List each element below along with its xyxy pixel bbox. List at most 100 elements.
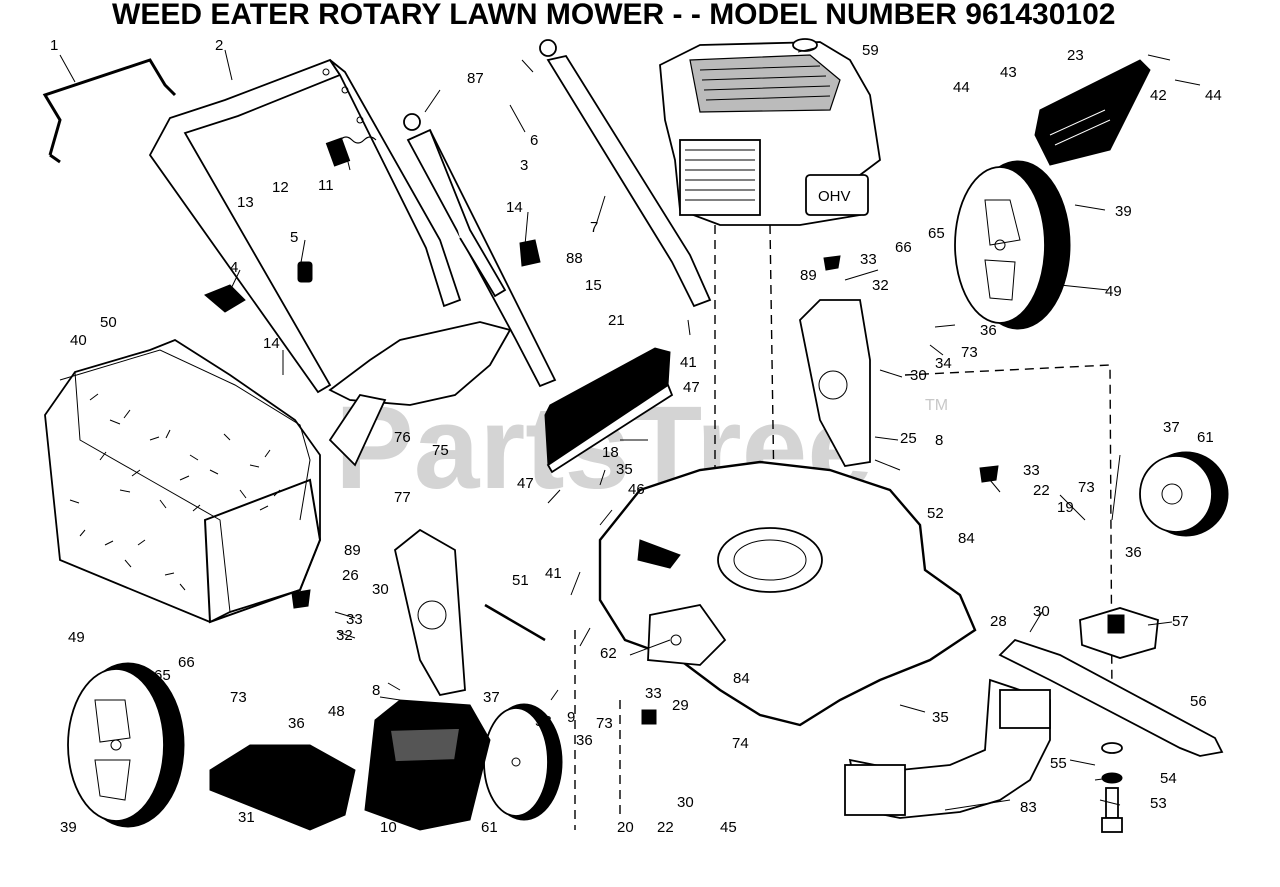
blade [998, 638, 1224, 757]
callout-44-right: 44 [1205, 87, 1222, 104]
callout-19: 19 [1057, 499, 1074, 516]
callout-32-right: 32 [872, 277, 889, 294]
callout-49-left: 49 [68, 629, 85, 646]
callout-30-right: 30 [910, 367, 927, 384]
callout-89-right: 89 [800, 267, 817, 284]
callout-45: 45 [720, 819, 737, 836]
fasteners [204, 39, 999, 725]
callout-13: 13 [237, 194, 254, 211]
callout-35-lower: 35 [932, 709, 949, 726]
callout-43: 43 [1000, 64, 1017, 81]
callout-20: 20 [617, 819, 634, 836]
rear-wheel-right [954, 160, 1071, 330]
callout-14-lower: 14 [263, 335, 280, 352]
callout-61-right: 61 [1197, 429, 1214, 446]
callout-15: 15 [585, 277, 602, 294]
callout-61-left: 61 [481, 819, 498, 836]
callout-40: 40 [70, 332, 87, 349]
callout-25: 25 [900, 430, 917, 447]
rear-skirt [844, 678, 1051, 819]
callout-37-right: 37 [1163, 419, 1180, 436]
callout-34: 34 [935, 355, 952, 372]
callout-47-upper: 47 [683, 379, 700, 396]
callout-28: 28 [990, 613, 1007, 630]
callout-42: 42 [1150, 87, 1167, 104]
callout-4: 4 [230, 259, 238, 276]
callout-73-upper: 73 [961, 344, 978, 361]
mower-deck [574, 364, 1113, 830]
callout-22-left: 22 [657, 819, 674, 836]
callout-23: 23 [1067, 47, 1084, 64]
part-callouts: 1 2 3 4 5 6 7 8 8 9 10 11 12 13 14 14 15… [50, 37, 1222, 836]
callout-31: 31 [238, 809, 255, 826]
watermark-trademark: TM [925, 397, 948, 414]
engine: OHV [659, 38, 881, 561]
callout-36-bottom: 36 [576, 732, 593, 749]
callout-41-upper: 41 [680, 354, 697, 371]
callout-46: 46 [628, 481, 645, 498]
callout-9: 9 [567, 709, 575, 726]
callout-75: 75 [432, 442, 449, 459]
callout-66-right: 66 [895, 239, 912, 256]
engine-badge: OHV [818, 188, 851, 205]
callout-30-mid: 30 [1033, 603, 1050, 620]
callout-74: 74 [732, 735, 749, 752]
callout-53: 53 [1150, 795, 1167, 812]
callout-76: 76 [394, 429, 411, 446]
callout-54: 54 [1160, 770, 1177, 787]
callout-84-right: 84 [958, 530, 975, 547]
callout-56: 56 [1190, 693, 1207, 710]
callout-8-left: 8 [372, 682, 380, 699]
callout-10: 10 [380, 819, 397, 836]
rear-door [544, 347, 674, 474]
callout-87: 87 [467, 70, 484, 87]
blade-bolt [1101, 742, 1123, 833]
control-bail [42, 58, 177, 164]
callout-51: 51 [512, 572, 529, 589]
callout-30-bottom: 30 [677, 794, 694, 811]
callout-8-right: 8 [935, 432, 943, 449]
callout-88: 88 [566, 250, 583, 267]
callout-12: 12 [272, 179, 289, 196]
callout-84-left: 84 [733, 670, 750, 687]
callout-39-right: 39 [1115, 203, 1132, 220]
callout-36-upper: 36 [980, 322, 997, 339]
front-wheel-right [1139, 451, 1229, 537]
height-adjuster-rear-left [393, 528, 466, 697]
callout-44-left: 44 [953, 79, 970, 96]
callout-59: 59 [862, 42, 879, 59]
callout-49-right: 49 [1105, 283, 1122, 300]
handle-cable-coil [325, 136, 377, 167]
callout-33-left: 33 [346, 611, 363, 628]
mulch-plug [364, 699, 491, 831]
callout-41-lower: 41 [545, 565, 562, 582]
callout-1: 1 [50, 37, 58, 54]
callout-73-right: 73 [1078, 479, 1095, 496]
callout-35-upper: 35 [616, 461, 633, 478]
diagram-title: WEED EATER ROTARY LAWN MOWER - - MODEL N… [112, 0, 1115, 31]
callout-77: 77 [394, 489, 411, 506]
side-discharge-chute [209, 744, 356, 831]
callout-50: 50 [100, 314, 117, 331]
callout-39-left: 39 [60, 819, 77, 836]
callout-29: 29 [672, 697, 689, 714]
callout-22-right: 22 [1033, 482, 1050, 499]
callout-58: 58 [535, 713, 552, 730]
lower-handle [406, 54, 712, 388]
callout-52: 52 [927, 505, 944, 522]
callout-30-left: 30 [372, 581, 389, 598]
callout-65-left: 65 [154, 667, 171, 684]
callout-3: 3 [520, 157, 528, 174]
callout-47-lower: 47 [517, 475, 534, 492]
callout-36-right: 36 [1125, 544, 1142, 561]
callout-2: 2 [215, 37, 223, 54]
height-adjuster-rear-right [799, 299, 871, 467]
callout-33-right: 33 [1023, 462, 1040, 479]
callout-65-right: 65 [928, 225, 945, 242]
callout-5: 5 [290, 229, 298, 246]
callout-33-bottom: 33 [645, 685, 662, 702]
baffle-assembly [328, 321, 512, 467]
callout-55: 55 [1050, 755, 1067, 772]
upper-handle [148, 58, 462, 394]
